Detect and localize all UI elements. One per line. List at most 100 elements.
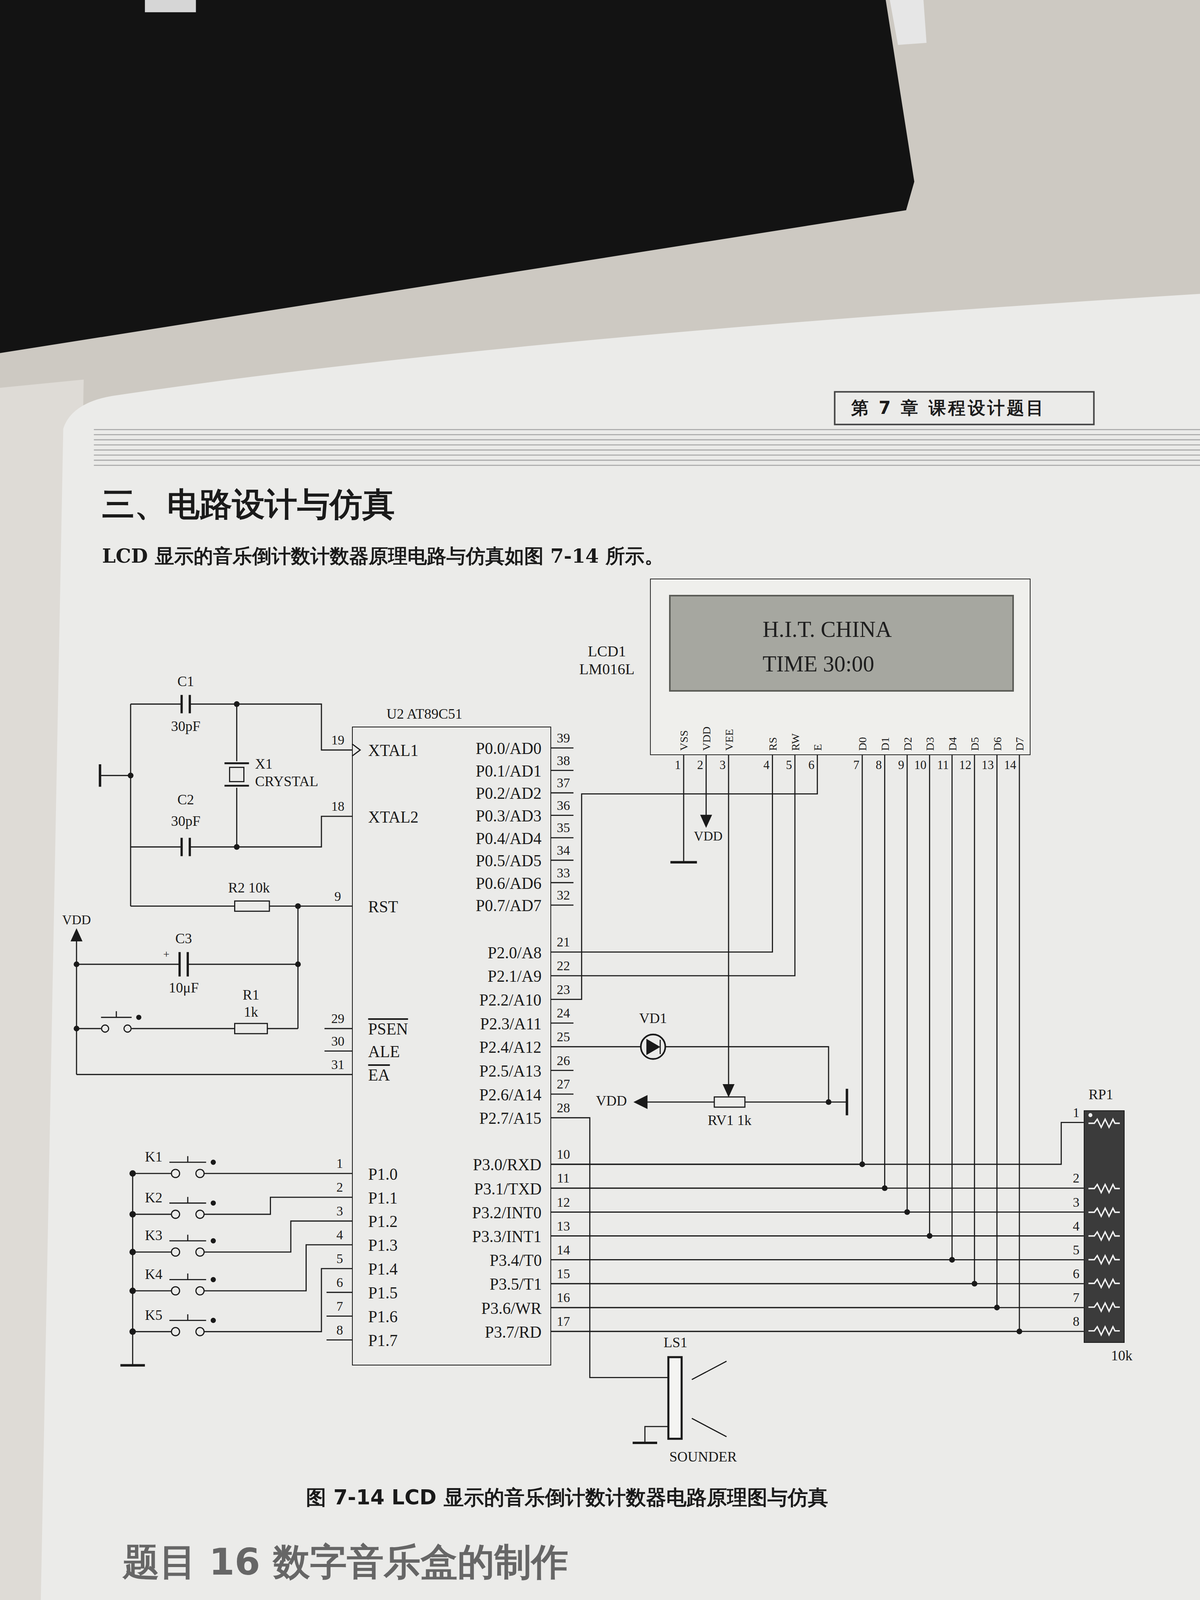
crystal-symbol <box>229 767 245 782</box>
pin-name: P0.4/AD4 <box>475 829 542 849</box>
supply-arrow <box>701 815 712 827</box>
switch-button <box>169 1234 207 1241</box>
header-rule <box>94 464 1200 466</box>
pin-number: 1 <box>674 758 681 773</box>
switch-dot <box>211 1318 216 1323</box>
pin-number: 32 <box>556 887 570 903</box>
wire <box>132 1173 352 1175</box>
switch-button <box>169 1314 207 1321</box>
ground-symbol <box>98 764 102 787</box>
wire <box>76 1028 352 1075</box>
header-box <box>834 391 1094 425</box>
pin-one-dot <box>1088 1113 1093 1118</box>
switch-contact <box>171 1327 180 1336</box>
part-value: 10k <box>1111 1347 1133 1364</box>
wire <box>551 755 1020 1332</box>
capacitor-symbol <box>179 951 189 977</box>
wire <box>683 755 707 863</box>
junction-dot <box>295 961 301 968</box>
junction-dot <box>130 1328 136 1335</box>
pin-name: P1.3 <box>368 1236 398 1255</box>
part-reference: U2 AT89C51 <box>386 705 463 723</box>
pin-number: 19 <box>331 732 345 748</box>
junction-dot <box>130 1249 136 1255</box>
wire <box>551 755 818 1000</box>
component-value: 10μF <box>168 979 199 997</box>
pin-name: P1.7 <box>368 1331 398 1350</box>
sound-lines <box>691 1361 727 1437</box>
switch-button <box>101 1011 132 1018</box>
pin-number: 13 <box>981 758 995 773</box>
pin-name: D6 <box>991 736 1005 751</box>
component-value: CRYSTAL <box>255 773 319 790</box>
lcd-text: TIME 30:00 <box>762 651 875 677</box>
component-value: 30pF <box>171 813 201 830</box>
wiper-arrow <box>723 1084 734 1096</box>
wire <box>551 1235 1084 1237</box>
pin-name: D1 <box>878 736 893 751</box>
pin-stub <box>326 1315 352 1317</box>
pin-name: VEE <box>723 728 737 751</box>
switch-button <box>169 1196 207 1203</box>
resistor-symbol <box>1088 1207 1120 1216</box>
junction-dot <box>127 772 134 779</box>
laptop <box>0 0 915 354</box>
pin-name: P0.2/AD2 <box>475 784 542 803</box>
potentiometer-symbol <box>714 1096 745 1108</box>
wire <box>551 1211 1084 1213</box>
switch-contact <box>171 1169 180 1178</box>
wire <box>551 755 908 1212</box>
pin-name: PSEN <box>368 1019 409 1039</box>
pin-number: 27 <box>556 1076 570 1092</box>
switch-button <box>169 1273 207 1280</box>
resistor-symbol <box>1088 1119 1120 1127</box>
junction-dot <box>73 1025 80 1032</box>
resistor-symbol <box>1088 1255 1120 1264</box>
pin-name: D0 <box>856 736 870 751</box>
pin-number: 4 <box>763 758 770 773</box>
wire <box>551 1330 1084 1333</box>
pin-name: ALE <box>368 1042 400 1062</box>
led-symbol <box>646 1039 660 1054</box>
pin-name: VSS <box>677 730 691 751</box>
ground-symbol <box>845 1088 849 1116</box>
pin-number: 8 <box>1073 1313 1080 1329</box>
pin-name: P2.4/A12 <box>479 1038 542 1057</box>
lcd-module: LCD1 LM016LVSSVDDVEERSRWED0D1D2D3D4D5D6D… <box>650 578 1031 756</box>
wire <box>551 755 773 952</box>
pin-number: 14 <box>556 1242 570 1258</box>
junction-dot <box>295 903 301 909</box>
pin-name: P1.6 <box>368 1307 398 1327</box>
header-rule <box>94 439 1200 441</box>
wire <box>551 1187 1084 1189</box>
pin-number: 15 <box>556 1266 570 1282</box>
wire <box>644 1426 669 1443</box>
component-value: SOUNDER <box>669 1448 737 1466</box>
pin-number: 37 <box>556 775 570 791</box>
pin-number: 12 <box>959 758 972 773</box>
switch-contact <box>171 1286 180 1296</box>
pin-stub <box>551 814 574 816</box>
pin-name: D4 <box>946 736 960 751</box>
pin-number: 2 <box>336 1179 344 1195</box>
pin-number: 36 <box>556 798 570 814</box>
junction-dot <box>825 1099 832 1105</box>
header-rule <box>94 454 1200 456</box>
switch-contact <box>196 1210 205 1219</box>
supply-arrow <box>634 1096 647 1109</box>
pin-stub <box>551 837 574 839</box>
wire <box>551 755 953 1260</box>
switch-contact <box>171 1248 180 1257</box>
lcd-text: H.I.T. CHINA <box>762 616 893 643</box>
wire <box>75 939 77 1075</box>
pin-number: 25 <box>556 1029 570 1045</box>
pin-name: P0.0/AD0 <box>475 739 542 758</box>
pin-number: 6 <box>336 1275 344 1291</box>
wire <box>130 703 352 750</box>
wire <box>551 1307 1084 1309</box>
clock-pin-mark <box>351 744 361 757</box>
pin-number: 8 <box>336 1322 344 1338</box>
pin-stub <box>326 1291 352 1293</box>
pin-name: P3.1/TXD <box>474 1179 542 1199</box>
